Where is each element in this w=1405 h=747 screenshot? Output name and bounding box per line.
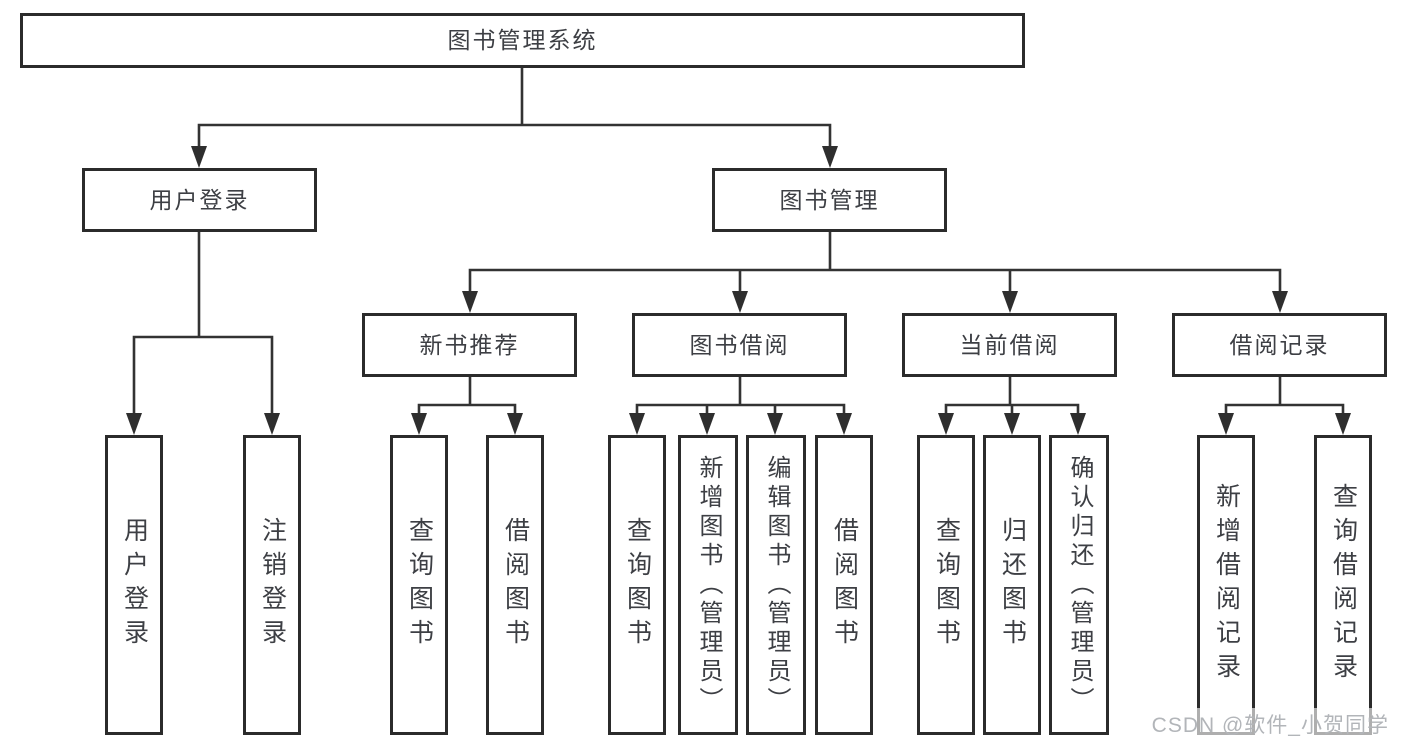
node-borrow-records-label: 借阅记录 — [1229, 331, 1330, 358]
leaf-user-login-label: 用户登录 — [120, 517, 149, 653]
node-book-borrow-label: 图书借阅 — [689, 331, 790, 358]
node-borrow-records: 借阅记录 — [1172, 313, 1387, 377]
leaf-borrow-book: 借阅图书 — [815, 435, 873, 735]
leaf-newbook-borrow: 借阅图书 — [486, 435, 544, 735]
leaf-borrow-edit-admin: 编辑图书（管理员） — [746, 435, 806, 735]
leaf-newbook-query: 查询图书 — [390, 435, 448, 735]
leaf-current-query-label: 查询图书 — [932, 517, 961, 653]
node-user-login: 用户登录 — [82, 168, 317, 232]
leaf-borrow-add-admin-label: 新增图书（管理员） — [695, 454, 722, 716]
leaf-newbook-borrow-label: 借阅图书 — [501, 517, 530, 653]
leaf-newbook-query-label: 查询图书 — [405, 517, 434, 653]
leaf-record-add-label: 新增借阅记录 — [1212, 483, 1241, 687]
leaf-current-confirm-admin-label: 确认归还（管理员） — [1066, 454, 1093, 716]
leaf-borrow-query: 查询图书 — [608, 435, 666, 735]
node-user-login-label: 用户登录 — [149, 186, 250, 213]
leaf-user-login: 用户登录 — [105, 435, 163, 735]
leaf-current-query: 查询图书 — [917, 435, 975, 735]
leaf-current-confirm-admin: 确认归还（管理员） — [1049, 435, 1109, 735]
leaf-record-query: 查询借阅记录 — [1314, 435, 1372, 735]
node-new-book-recommend-label: 新书推荐 — [419, 331, 520, 358]
node-new-book-recommend: 新书推荐 — [362, 313, 577, 377]
arrowhead-icons — [126, 146, 1351, 435]
leaf-current-return: 归还图书 — [983, 435, 1041, 735]
node-root-label: 图书管理系统 — [447, 27, 598, 53]
node-root: 图书管理系统 — [20, 13, 1025, 68]
csdn-watermark: CSDN @软件_小贺同学 — [1148, 708, 1392, 740]
leaf-borrow-edit-admin-label: 编辑图书（管理员） — [763, 454, 790, 716]
leaf-borrow-add-admin: 新增图书（管理员） — [678, 435, 738, 735]
node-current-borrow-label: 当前借阅 — [959, 331, 1060, 358]
leaf-logout: 注销登录 — [243, 435, 301, 735]
node-book-management-label: 图书管理 — [779, 186, 880, 213]
leaf-current-return-label: 归还图书 — [998, 517, 1027, 653]
leaf-logout-label: 注销登录 — [258, 517, 287, 653]
leaf-borrow-query-label: 查询图书 — [623, 517, 652, 653]
node-current-borrow: 当前借阅 — [902, 313, 1117, 377]
leaf-borrow-book-label: 借阅图书 — [830, 517, 859, 653]
node-book-borrow: 图书借阅 — [632, 313, 847, 377]
leaf-record-add: 新增借阅记录 — [1197, 435, 1255, 735]
leaf-record-query-label: 查询借阅记录 — [1329, 483, 1358, 687]
node-book-management: 图书管理 — [712, 168, 947, 232]
